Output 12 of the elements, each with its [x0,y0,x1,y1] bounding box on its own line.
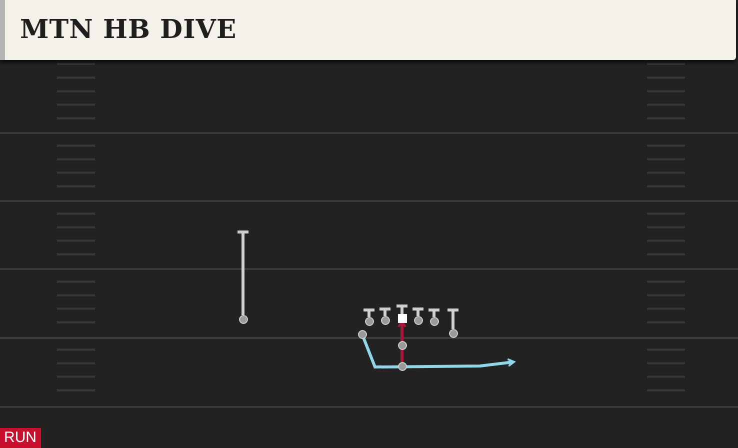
play-type-tag: RUN [0,428,40,448]
block-route [446,308,460,329]
run-route-arrow [398,320,406,362]
block-route [236,230,250,315]
block-route [362,308,376,317]
play-title: MTN HB DIVE [20,14,237,46]
block-route [378,308,392,316]
block-route [395,304,409,314]
block-route [411,308,425,316]
block-route [427,308,441,317]
run-route-arrow [362,337,515,368]
center-player-square [398,314,406,322]
